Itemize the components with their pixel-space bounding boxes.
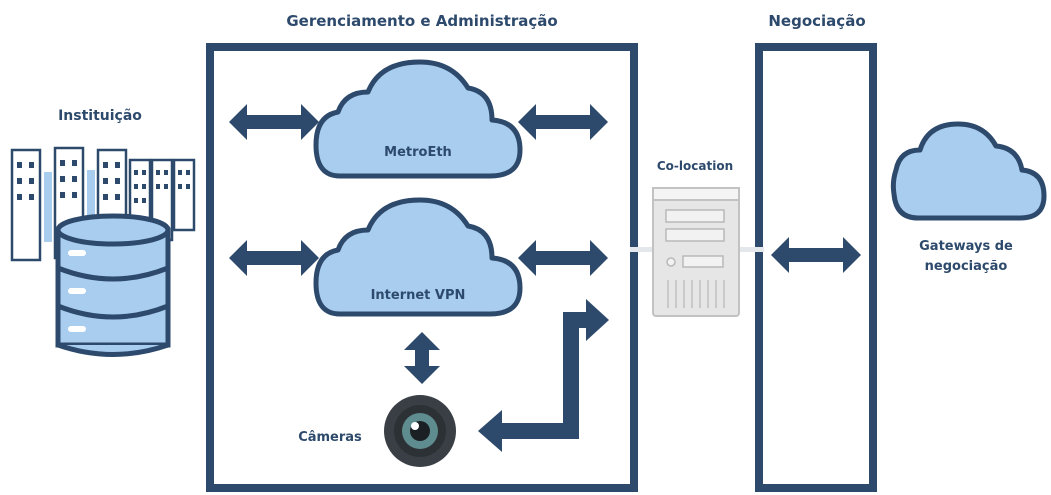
camera-uplink-arrow-icon [478,299,609,452]
negotiation-header: Negociação [768,12,865,30]
gateways-label-line2: negociação [925,259,1008,274]
internet-vpn-cloud-icon [313,197,523,317]
metroeth-cloud-icon [313,59,523,179]
colocation-label: Co-location [657,159,733,173]
vpn-camera-arrow-icon [404,332,440,384]
management-header: Gerenciamento e Administração [286,12,557,30]
internet-vpn-label: Internet VPN [371,288,466,303]
metroeth-right-arrow-icon [518,104,608,140]
management-box [206,43,638,492]
server-icon [652,187,740,317]
gateways-cloud-icon [890,121,1047,221]
database-icon [55,213,171,357]
metroeth-left-arrow-icon [229,104,319,140]
camera-icon [384,395,456,467]
metroeth-label: MetroEth [384,145,452,160]
negotiation-arrow-icon [771,237,861,273]
cameras-label: Câmeras [298,430,362,445]
vpn-right-arrow-icon [518,240,608,276]
negotiation-box [755,43,877,492]
gateways-label-line1: Gateways de [919,239,1013,254]
institution-label: Instituição [58,108,142,124]
vpn-left-arrow-icon [229,240,319,276]
